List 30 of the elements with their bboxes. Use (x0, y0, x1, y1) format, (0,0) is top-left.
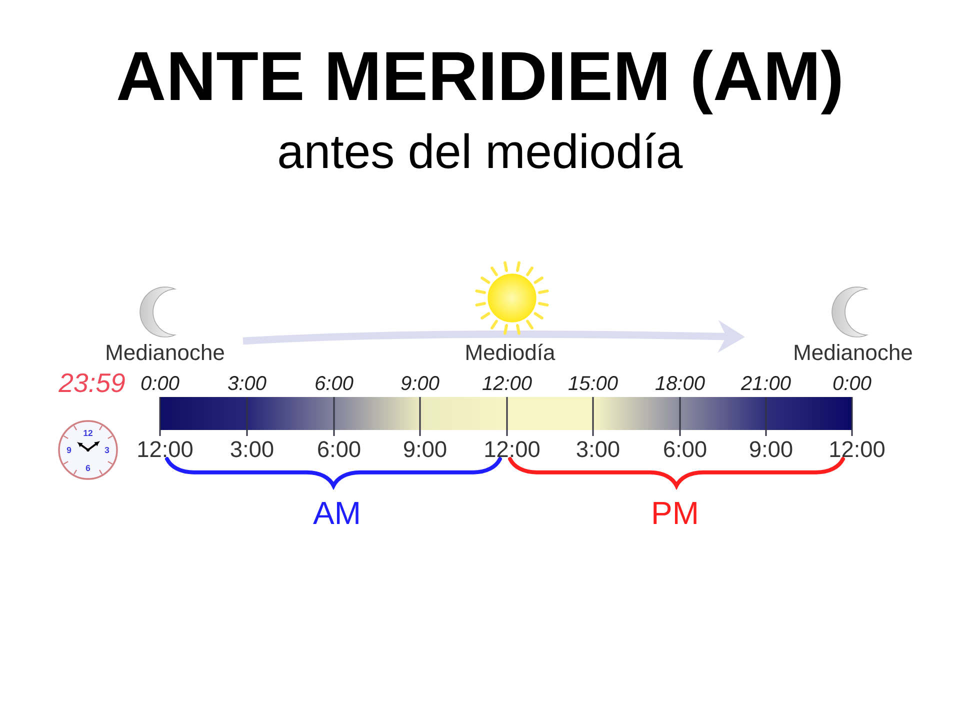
hour-label: 18:00 (656, 376, 705, 390)
clock-time-label: 9:00 (404, 441, 446, 458)
hour-label: 12:00 (482, 376, 532, 390)
clock-numeral: 3 (104, 446, 110, 454)
hour-label: 0:00 (833, 376, 872, 390)
time-of-day-label: Medianoche (794, 344, 912, 360)
time-of-day-label: Mediodía (466, 344, 556, 360)
period-label: AM (313, 502, 358, 524)
hour-label: 6:00 (316, 376, 354, 390)
period-label: PM (654, 502, 696, 524)
hour-label: 15:00 (568, 376, 618, 390)
digital-time: 23:59 (58, 373, 125, 392)
subtitle: antes del mediodía (279, 132, 683, 168)
hour-label: 9:00 (401, 376, 440, 390)
hour-label: 3:00 (228, 376, 266, 390)
clock-time-label: 12:00 (138, 441, 192, 458)
clock-time-label: 6:00 (318, 441, 360, 458)
clock-numeral: 9 (66, 446, 72, 454)
hour-label: 21:00 (740, 376, 791, 390)
clock-numeral: 12 (84, 430, 92, 436)
clock-numeral: 6 (86, 464, 90, 472)
clock-time-label: 3:00 (576, 441, 620, 458)
clock-time-label: 9:00 (750, 441, 792, 458)
hour-label: 0:00 (141, 376, 180, 390)
clock-time-label: 12:00 (830, 441, 884, 458)
title: ANTE MERIDIEM (AM) (118, 50, 840, 114)
clock-time-label: 12:00 (485, 441, 540, 458)
time-of-day-label: Medianoche (106, 344, 224, 360)
clock-time-label: 3:00 (230, 441, 274, 458)
clock-time-label: 6:00 (664, 441, 706, 458)
